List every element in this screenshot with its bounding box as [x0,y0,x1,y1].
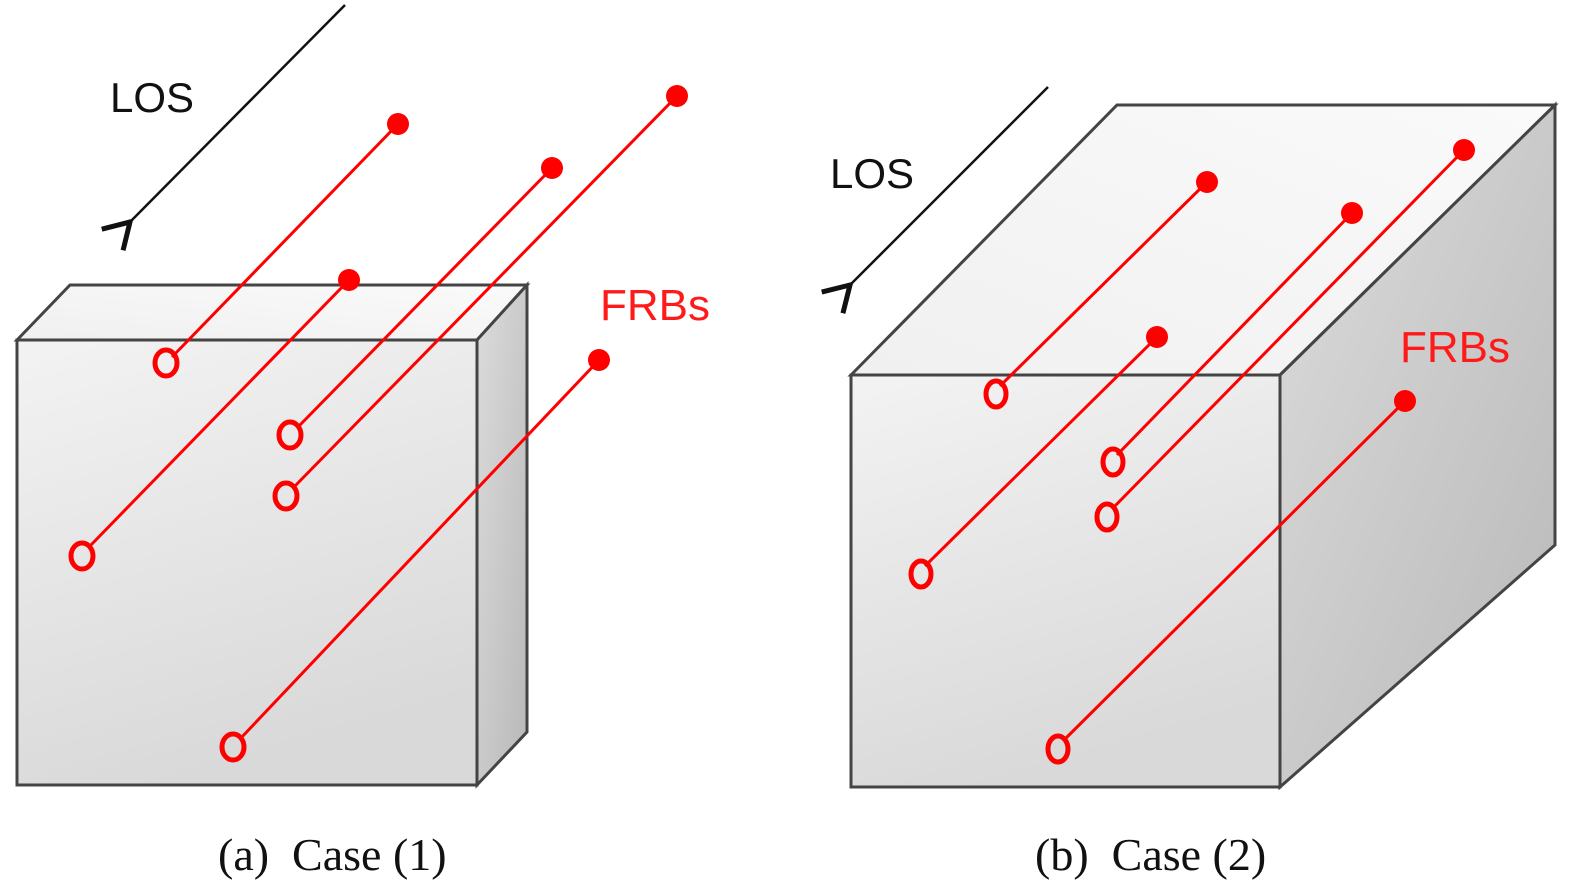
los-label: LOS [110,74,194,121]
frb-source-dot [1394,390,1416,412]
frb-source-dot [1146,326,1168,348]
panel-caption: (b) Case (2) [1035,829,1266,880]
frb-label: FRBs [1400,323,1510,372]
frb-sightline [1094,139,1475,533]
frb-end-ring [272,480,300,512]
frb-end-ring [276,419,304,451]
frb-sightline [908,326,1168,590]
los-label: LOS [830,150,914,197]
frb-end-ring [908,558,934,590]
frb-sightline [1045,390,1416,765]
frb-source-dot [1453,139,1475,161]
frb-end-ring [1100,446,1126,478]
los-arrow [821,86,1049,314]
frb-source-dot [387,113,409,135]
frb-sightline [219,349,610,763]
frb-end-ring [1045,733,1071,765]
frb-source-dot [588,349,610,371]
frb-sightline [983,171,1218,410]
frb-sightline [272,85,688,512]
frb-sightline [68,269,360,572]
frb-end-ring [983,378,1009,410]
frb-source-dot [1196,171,1218,193]
panel-a: LOS [13,4,710,880]
frb-end-ring [152,347,180,379]
frb-end-ring [68,540,96,572]
frb-source-dot [1341,202,1363,224]
frb-source-dot [666,85,688,107]
frb-source-dot [541,157,563,179]
frb-end-ring [219,731,247,763]
frb-label: FRBs [600,281,710,330]
frb-sightlines [908,139,1475,765]
los-arrow [101,4,346,251]
box-top-face [13,283,531,342]
frb-sightline [152,113,409,379]
frb-source-dot [338,269,360,291]
frb-end-ring [1094,501,1120,533]
frb-sightlines [68,85,688,763]
frb-sightline [276,157,563,451]
panel-caption: (a) Case (1) [218,829,447,880]
frb-sightline [1100,202,1363,478]
box-front-face [849,373,1282,789]
box-side-face [475,281,529,789]
box-case-2 [847,101,1559,791]
panel-b: LOS [821,86,1559,880]
